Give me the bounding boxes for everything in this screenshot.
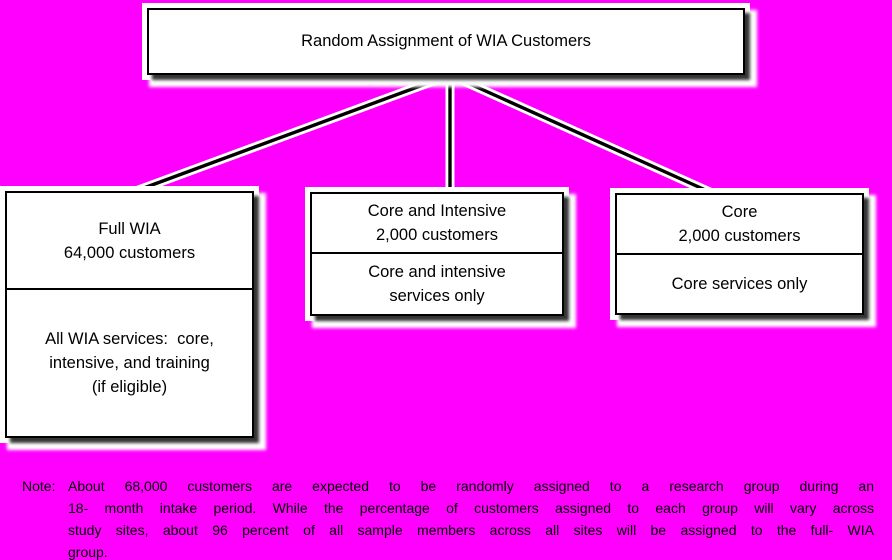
footnote-line: group. [68, 544, 108, 560]
footnote: Note: About 68,000 customers are expecte… [22, 475, 874, 560]
box-line: All WIA services: core, [45, 330, 214, 348]
footnote-line: About 68,000 customers are expected to b… [68, 478, 874, 494]
title-box: Random Assignment of WIA Customers [147, 8, 745, 75]
footnote-line: study sites, about 96 percent of all sam… [68, 522, 874, 538]
box-line: 64,000 customers [63, 243, 196, 262]
core-box-body: Core services only [617, 255, 862, 313]
footnote-line: 18- month intake period. While the perce… [68, 500, 874, 516]
box-line: 2,000 customers [376, 226, 498, 244]
full-wia-box-body: All WIA services: core, intensive, and t… [7, 290, 252, 436]
core-and-intensive-box: Core and Intensive 2,000 customers Core … [310, 192, 564, 316]
core-and-intensive-box-header: Core and Intensive 2,000 customers [312, 194, 562, 252]
box-divider [312, 252, 562, 254]
box-divider [7, 288, 252, 290]
box-line: Core [721, 203, 758, 221]
connector-line-left [131, 70, 452, 197]
box-line: services only [389, 287, 485, 305]
core-box-header: Core 2,000 customers [617, 195, 862, 253]
core-box: Core 2,000 customers Core services only [615, 193, 864, 315]
box-line: intensive, and training [49, 354, 210, 372]
full-wia-box-header: Full WIA 64,000 customers [7, 193, 252, 288]
box-divider [617, 253, 862, 255]
box-line: Full WIA [98, 219, 161, 238]
title-text: Random Assignment of WIA Customers [301, 32, 591, 50]
full-wia-box: Full WIA 64,000 customers All WIA servic… [5, 191, 254, 438]
footnote-label: Note: [22, 478, 56, 494]
box-line: (if eligible) [91, 378, 168, 396]
core-and-intensive-box-body: Core and intensive services only [312, 254, 562, 314]
footnote-body: About 68,000 customers are expected to b… [68, 475, 874, 560]
box-line: Core services only [671, 275, 808, 293]
box-line: Core and Intensive [367, 202, 507, 220]
box-line: 2,000 customers [678, 227, 801, 245]
box-line: Core and intensive [368, 263, 506, 281]
connector-line-right [448, 70, 714, 198]
